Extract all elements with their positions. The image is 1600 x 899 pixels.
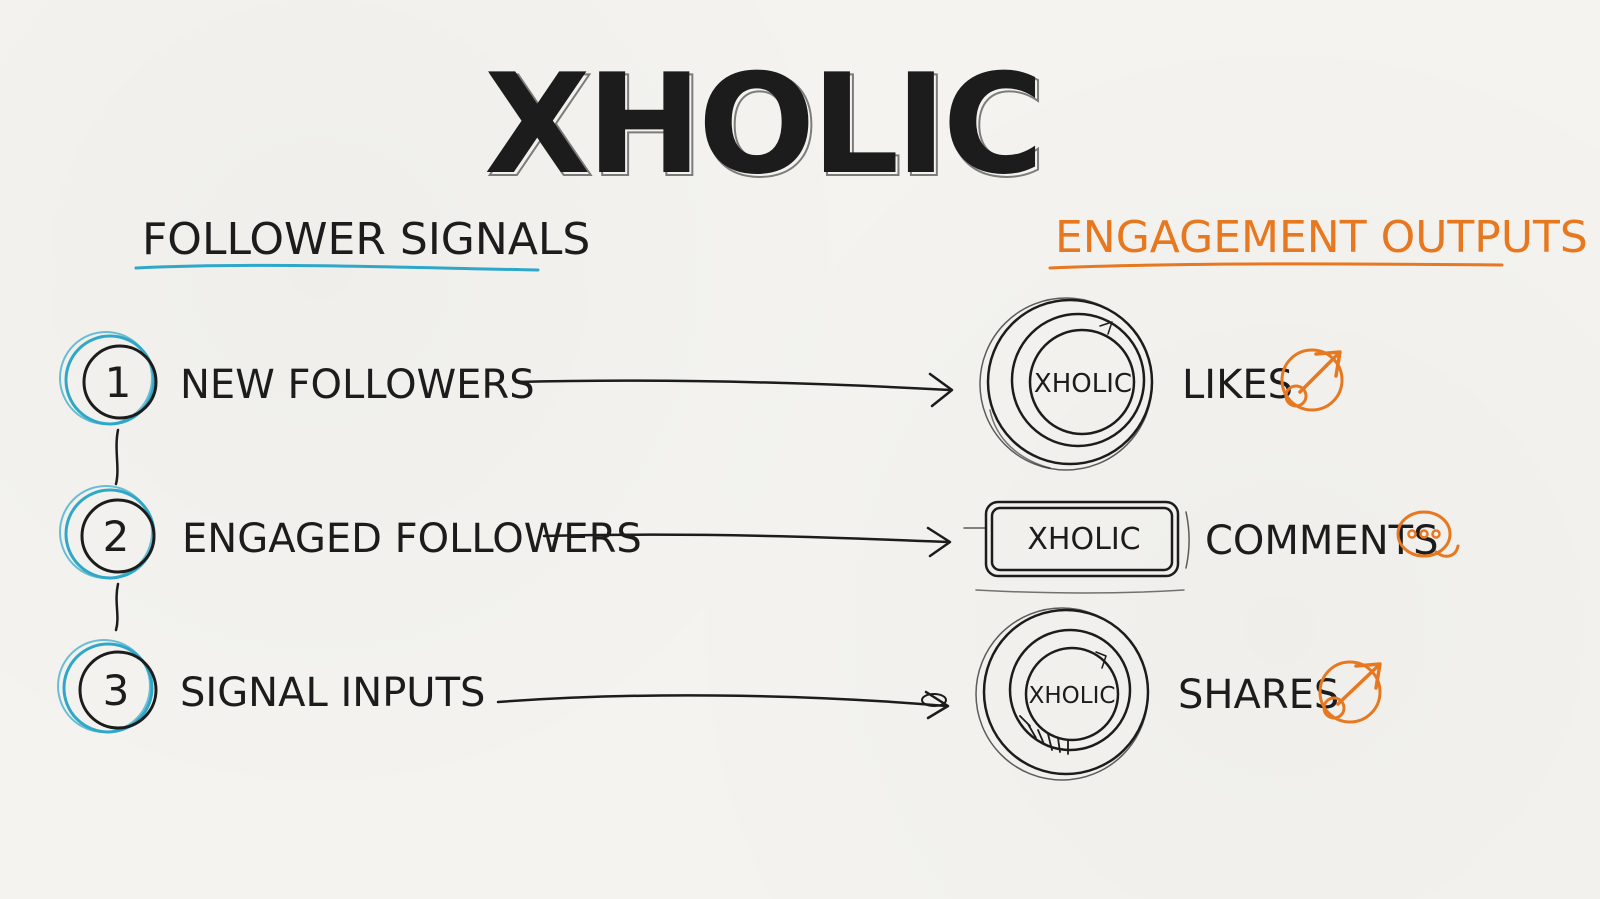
flow-arrow [542, 526, 952, 558]
left-heading-underline [134, 263, 540, 272]
signal-number-badge: 1 [59, 331, 158, 426]
output-node-label: XHOLIC [1027, 522, 1140, 557]
output-node-label: XHOLIC [1029, 683, 1116, 709]
left-heading: FOLLOWER SIGNALS [142, 214, 590, 265]
page-title: XHOLIC [484, 44, 1040, 205]
output-label-shares: SHARES [1178, 672, 1339, 718]
share-arrow-icon [1318, 660, 1382, 724]
signal-label: SIGNAL INPUTS [180, 670, 485, 716]
output-node-rounded-rect: XHOLIC [963, 500, 1190, 594]
signal-number: 2 [103, 512, 130, 561]
signal-connector [114, 428, 120, 486]
share-arrow-icon [1280, 348, 1344, 412]
signal-number-badge: 2 [59, 485, 156, 580]
signal-number-badge: 3 [57, 639, 158, 734]
right-heading: ENGAGEMENT OUTPUTS [1055, 212, 1588, 263]
signal-item-engaged-followers: 2 ENGAGED FOLLOWERS [59, 485, 642, 580]
output-label-comments: COMMENTS [1205, 518, 1438, 564]
signal-label: NEW FOLLOWERS [180, 362, 535, 408]
output-label-likes: LIKES [1182, 362, 1293, 408]
output-node-dial: XHOLIC [975, 607, 1150, 781]
signal-label: ENGAGED FOLLOWERS [182, 516, 642, 562]
flow-arrow [496, 690, 950, 720]
flow-arrow [514, 372, 954, 408]
signal-connector [114, 582, 120, 632]
output-node-label: XHOLIC [1034, 369, 1132, 399]
signal-item-signal-inputs: 3 SIGNAL INPUTS [57, 639, 485, 734]
signal-item-new-followers: 1 NEW FOLLOWERS [59, 331, 535, 426]
signal-number: 1 [105, 358, 132, 407]
signal-number: 3 [103, 666, 130, 715]
comment-bubble-icon [1396, 510, 1460, 558]
right-heading-underline [1048, 262, 1504, 270]
page-title-sketch-stroke: XHOLIC [487, 47, 1043, 208]
output-node-ring: XHOLIC [979, 297, 1154, 471]
